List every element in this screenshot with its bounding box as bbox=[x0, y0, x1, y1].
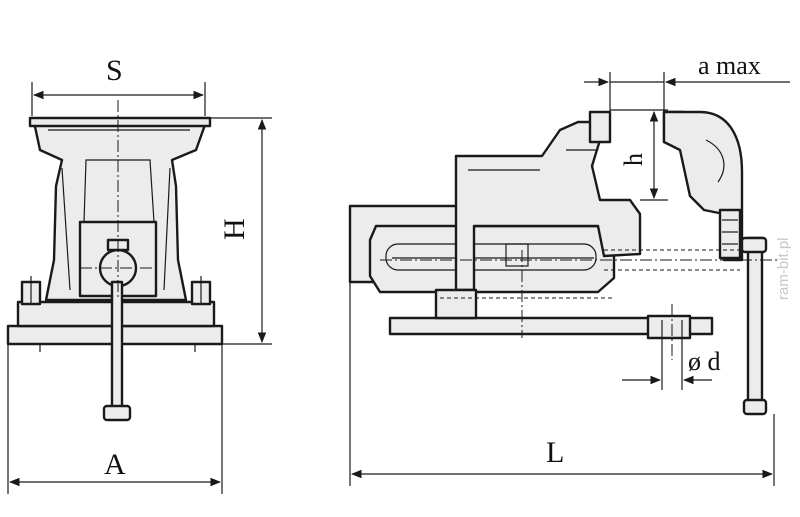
side-fixed-body bbox=[454, 120, 642, 292]
watermark: ram-bit.pl bbox=[775, 237, 792, 300]
dimension-L: L bbox=[349, 282, 775, 486]
front-body bbox=[32, 120, 208, 302]
front-handle bbox=[110, 280, 124, 414]
front-handle-knob bbox=[102, 404, 132, 422]
side-slide bbox=[368, 224, 616, 294]
dimension-A: A bbox=[7, 344, 223, 494]
label-a-max: a max bbox=[698, 51, 761, 80]
label-h: h bbox=[619, 153, 648, 166]
label-S: S bbox=[106, 54, 123, 87]
side-clamp-block bbox=[434, 288, 478, 320]
dimension-d: ø d bbox=[622, 347, 721, 385]
side-clamp-bar bbox=[388, 316, 714, 336]
side-fixed-jaw bbox=[588, 110, 612, 144]
dimension-H: H bbox=[210, 117, 272, 345]
front-view bbox=[6, 100, 224, 422]
side-clamp-nut bbox=[646, 314, 692, 340]
label-L: L bbox=[546, 436, 564, 469]
side-handle bbox=[746, 236, 764, 412]
label-A: A bbox=[104, 448, 126, 481]
side-moving-body bbox=[662, 110, 744, 262]
side-screw-nut bbox=[718, 208, 742, 260]
label-H: H bbox=[218, 218, 251, 240]
dimension-S: S bbox=[31, 54, 206, 116]
side-handle-knob bbox=[742, 398, 768, 416]
label-d: ø d bbox=[688, 347, 721, 376]
side-view bbox=[348, 110, 780, 416]
dimension-a-max: a max bbox=[584, 51, 790, 112]
dimension-h: h bbox=[610, 109, 668, 201]
front-jaw-plate bbox=[28, 116, 212, 128]
